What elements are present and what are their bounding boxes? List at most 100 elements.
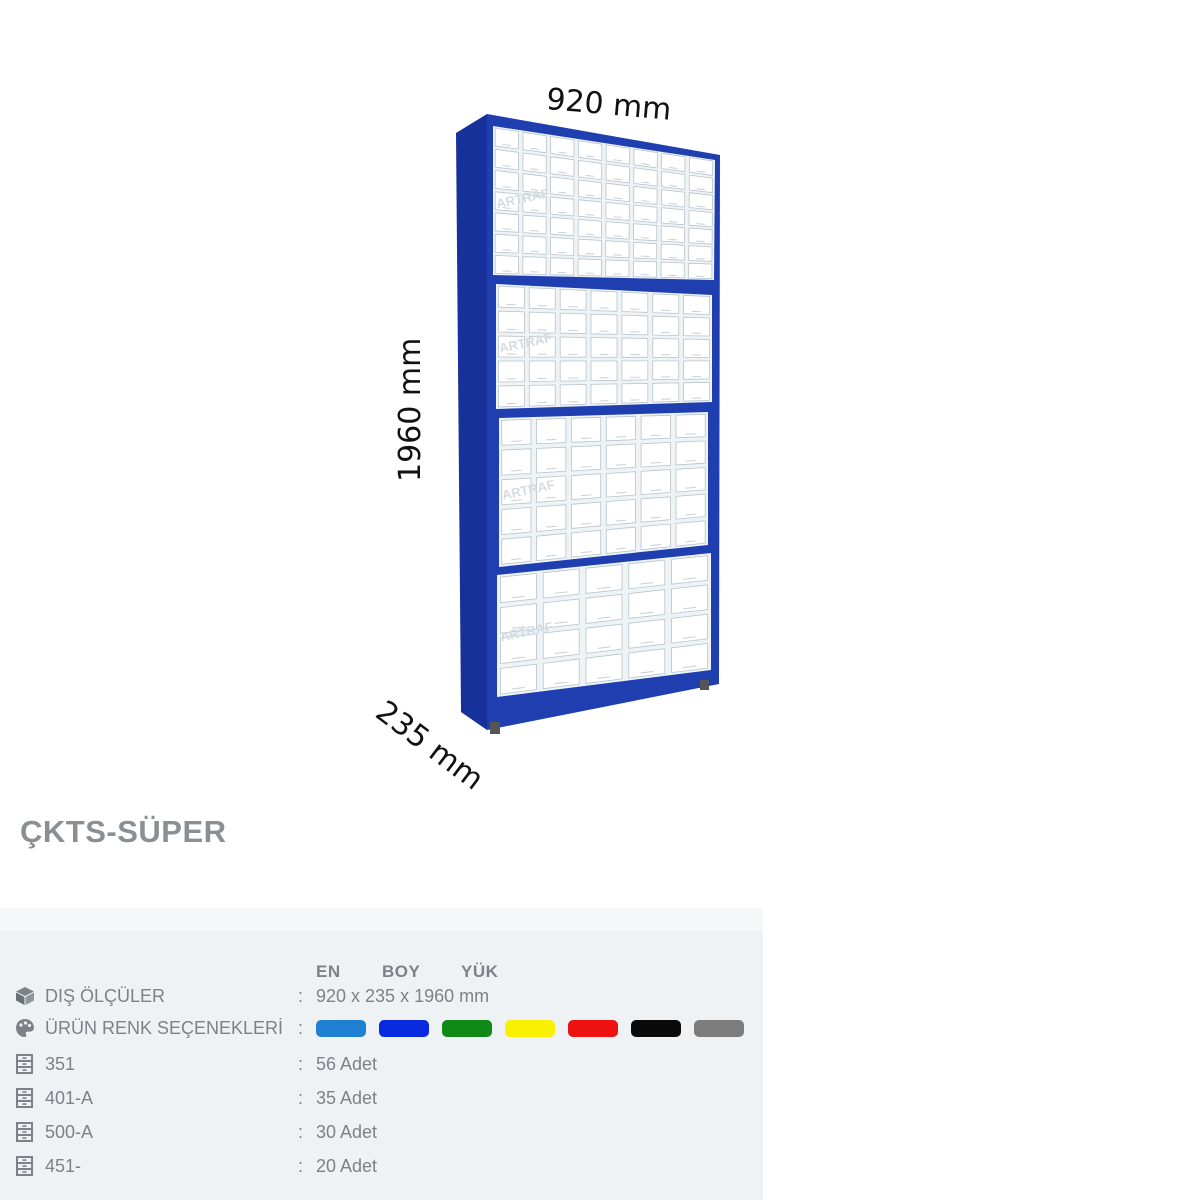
drawer-bin-lip [640, 641, 654, 644]
drawer-bin [660, 207, 686, 226]
color-swatch[interactable] [631, 1020, 681, 1037]
color-swatch[interactable] [505, 1020, 555, 1037]
drawer-bin [522, 256, 547, 276]
drawer-bin-lip [650, 489, 662, 492]
drawer-bin [536, 533, 567, 562]
drawer-bin [501, 477, 532, 506]
drawer-bin [590, 383, 618, 405]
drawer-bin-lip [511, 595, 525, 599]
drawer-bin [633, 167, 658, 187]
drawer-bin [522, 173, 547, 194]
drawer-bin [522, 193, 547, 215]
color-swatch[interactable] [316, 1020, 366, 1037]
drawer-bin-lip [511, 528, 522, 531]
drawer-bin [571, 445, 602, 472]
drawer-bin [559, 288, 587, 311]
spec-row-drawer-401a: 401-A : 35 Adet [0, 1084, 763, 1112]
drawer-bin-lip [685, 513, 696, 516]
drawer-bin [536, 417, 567, 445]
drawer-bin [671, 555, 708, 585]
color-swatch[interactable] [568, 1020, 618, 1037]
drawer-bin [585, 623, 623, 654]
drawer-bin [652, 315, 680, 336]
drawer-bin-lip [696, 170, 706, 173]
spec-label: 351 [45, 1054, 76, 1074]
drawer-bin-lip [613, 197, 622, 200]
drawer-bin [494, 233, 519, 254]
drawer-bin [652, 293, 680, 314]
drawer-bin [652, 360, 680, 381]
drawer-bin [550, 196, 575, 217]
drawer-bin-lip [580, 465, 592, 468]
drawer-bin-lip [696, 188, 706, 191]
drawer-bin [632, 260, 658, 278]
drawer-bin-lip [613, 159, 623, 162]
drawer-bin-lip [641, 218, 650, 221]
drawer-bin [559, 336, 587, 358]
drawer-bin [585, 564, 623, 594]
drawer-bin [628, 648, 666, 679]
drawer-bin-lip [585, 155, 595, 158]
drawer-bin-lip [530, 147, 539, 150]
drawer-bin [605, 415, 636, 442]
cabinet-side-panel [456, 114, 487, 730]
drawer-bin-lip [597, 646, 611, 649]
drawer-bin-lip [585, 194, 595, 197]
spec-value: 20 Adet [316, 1156, 378, 1176]
drawer-bin [498, 335, 525, 358]
color-swatch[interactable] [379, 1020, 429, 1037]
drawer-bin [571, 473, 602, 501]
drawer-bin [528, 336, 556, 358]
spec-label: ÜRÜN RENK SEÇENEKLERİ [45, 1018, 284, 1038]
drawer-bin [671, 613, 708, 644]
spec-colon: : [298, 986, 304, 1006]
drawer-bin [522, 152, 547, 174]
drawer-bin-lip [640, 670, 654, 674]
color-swatch[interactable] [694, 1020, 744, 1037]
color-swatch[interactable] [442, 1020, 492, 1037]
drawer-bin-lip [683, 606, 697, 610]
drawer-bin [605, 144, 630, 165]
drawer-bin [590, 290, 618, 312]
drawer-bin [498, 385, 525, 408]
drawer-bin [605, 259, 630, 278]
drawer-bin-lip [683, 665, 697, 669]
drawer-bin-lip [650, 462, 662, 464]
drawer-bin [550, 176, 575, 197]
drawer-bin [671, 584, 708, 615]
drawer-bin-lip [613, 235, 622, 237]
drawer-bin-lip [685, 460, 696, 462]
product-title: ÇKTS-SÜPER [20, 814, 227, 849]
drawer-bin-lip [580, 494, 592, 497]
drawer-bin [605, 182, 630, 203]
drawer-bin [577, 140, 603, 161]
drawer-bin-lip [640, 582, 654, 585]
drawer-bin [571, 416, 602, 443]
drawer-bin [640, 523, 671, 551]
drawer-bin-lip [597, 616, 611, 619]
drawer-icon [16, 1122, 33, 1142]
spec-colon: : [298, 1088, 304, 1108]
drawer-bin-lip [696, 205, 705, 208]
drawer-bin-lip [530, 209, 539, 212]
drawer-bin-lip [558, 171, 567, 174]
drawer-bin-lip [615, 547, 627, 550]
drawer-bin [675, 493, 706, 520]
drawer-bin [640, 414, 671, 440]
drawer-bin [528, 287, 556, 310]
drawer-bin [571, 501, 602, 529]
drawer-bin [499, 572, 537, 604]
drawer-bin [536, 446, 567, 474]
drawer-bin [501, 418, 532, 446]
drawer-bin [494, 127, 519, 150]
drawer-bin-lip [530, 230, 539, 232]
drawer-bin [688, 227, 713, 245]
drawer-bin [683, 360, 710, 380]
drawer-bin [605, 443, 636, 470]
drawer-bin [522, 131, 547, 154]
spec-value: 35 Adet [316, 1088, 378, 1108]
drawer-bin [628, 618, 666, 649]
drawer-bin [621, 314, 649, 336]
drawer-bin-lip [545, 554, 557, 557]
drawer-bin [499, 663, 537, 695]
